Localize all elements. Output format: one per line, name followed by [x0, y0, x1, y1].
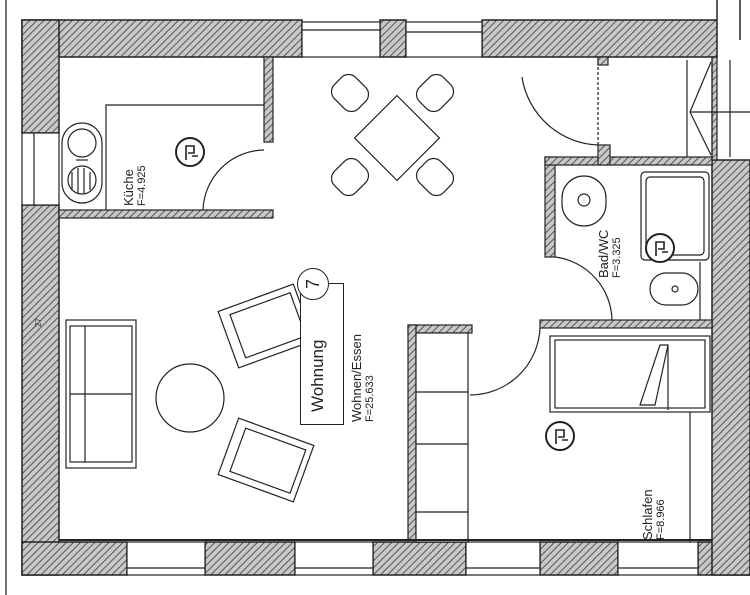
heater-icon-kitchen	[175, 137, 205, 167]
room-area: F=3.325	[611, 237, 623, 278]
unit-label: Wohnung	[308, 339, 327, 412]
heater-icon-bath	[645, 233, 675, 263]
windows-top	[301, 21, 483, 58]
sofa	[65, 319, 137, 469]
room-label-wohnen: Wohnen/Essen F=25.633	[349, 334, 376, 422]
kitchen-sink	[61, 122, 103, 204]
bed	[549, 335, 711, 542]
room-name: Schlafen	[640, 489, 655, 540]
room-area: F=4.925	[136, 165, 148, 206]
unit-label-box	[300, 283, 344, 425]
entrance	[521, 56, 609, 146]
room-label-schlafen: Schlafen F=8.966	[640, 489, 667, 540]
dining-table	[330, 73, 455, 197]
chair	[330, 73, 455, 197]
exterior-walls	[21, 19, 750, 576]
staircase	[686, 60, 750, 157]
room-name: Wohnen/Essen	[349, 334, 364, 422]
kitchen-door	[202, 149, 265, 211]
wall-marker: 27	[33, 318, 43, 327]
window-left	[21, 132, 60, 206]
windows-bottom	[126, 541, 699, 576]
bathroom-fixtures	[561, 171, 710, 320]
wardrobe	[415, 332, 469, 543]
room-area: F=8.966	[655, 499, 667, 540]
room-label-bad: Bad/WC F=3.325	[596, 229, 623, 278]
room-name: Küche	[121, 169, 136, 206]
coffee-table	[155, 363, 225, 433]
unit-number: 7	[297, 268, 329, 300]
bathroom-door	[554, 256, 613, 321]
room-area: F=25.633	[364, 375, 376, 422]
heater-icon-bedroom	[545, 421, 575, 451]
kitchen-counter	[105, 104, 264, 210]
bedroom-door	[469, 327, 541, 396]
room-name: Bad/WC	[596, 229, 611, 278]
room-label-kueche: Küche F=4.925	[121, 165, 148, 206]
